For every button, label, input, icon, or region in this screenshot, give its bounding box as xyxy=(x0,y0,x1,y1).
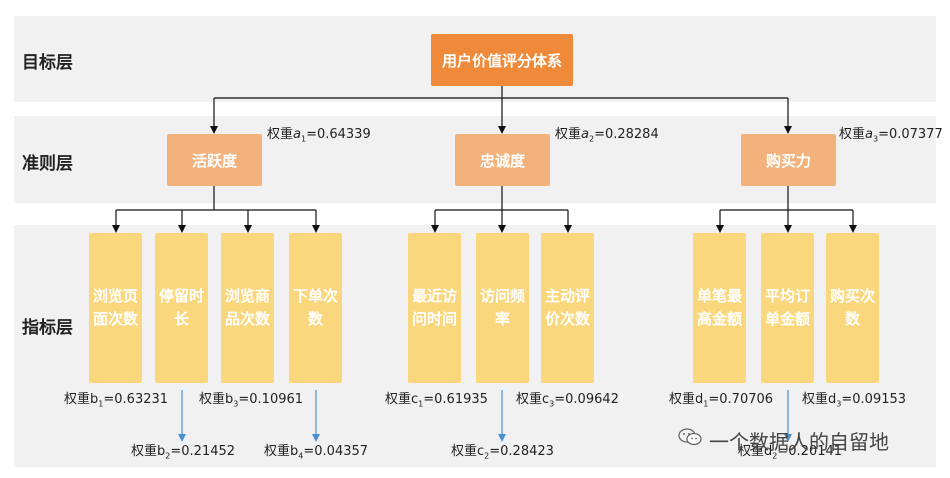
indicator-weight-b1: 权重b1=0.63231 xyxy=(64,392,169,409)
wechat-icon xyxy=(678,428,702,446)
goal-layer-label: 目标层 xyxy=(22,53,73,73)
indicator-node-purchase-count: 购买次数 xyxy=(826,233,879,383)
watermark-text: 一个数据人的自留地 xyxy=(709,430,889,454)
indicator-weight-b3: 权重b3=0.10961 xyxy=(199,392,304,409)
indicator-node-max-order-amount: 单笔最高金额 xyxy=(693,233,746,383)
indicator-weight-b2: 权重b2=0.21452 xyxy=(131,444,236,461)
indicator-weight-b4: 权重b4=0.04357 xyxy=(264,444,369,461)
indicator-weight-c2: 权重c2=0.28423 xyxy=(451,444,554,461)
criteria-weight-a2: 权重a2=0.28284 xyxy=(555,127,659,144)
indicator-node-visit-frequency: 访问频率 xyxy=(476,233,529,383)
indicator-node-order-count: 下单次数 xyxy=(289,233,342,383)
indicator-node-product-views: 浏览商品次数 xyxy=(221,233,274,383)
indicator-weight-c3: 权重c3=0.09642 xyxy=(516,392,619,409)
indicator-weight-c1: 权重c1=0.61935 xyxy=(385,392,488,409)
criteria-node-activity: 活跃度 xyxy=(167,134,262,186)
criteria-node-purchasing-power: 购买力 xyxy=(741,134,836,186)
criteria-weight-a3: 权重a3=0.07377 xyxy=(839,127,943,144)
indicator-node-page-views: 浏览页面次数 xyxy=(89,233,142,383)
indicator-node-stay-duration: 停留时长 xyxy=(155,233,208,383)
indicator-node-review-count: 主动评价次数 xyxy=(541,233,594,383)
criteria-weight-a1: 权重a1=0.64339 xyxy=(267,127,371,144)
indicator-weight-d2: 权重d2=0.20141 xyxy=(738,444,843,461)
criteria-node-loyalty: 忠诚度 xyxy=(455,134,550,186)
indicator-node-avg-order-amount: 平均订单金额 xyxy=(761,233,814,383)
indicator-node-last-visit: 最近访问时间 xyxy=(408,233,461,383)
indicator-weight-d3: 权重d3=0.09153 xyxy=(802,392,907,409)
goal-node: 用户价值评分体系 xyxy=(431,34,573,86)
indicator-weight-d1: 权重d1=0.70706 xyxy=(669,392,774,409)
indicator-layer-label: 指标层 xyxy=(22,318,73,338)
criteria-layer-label: 准则层 xyxy=(22,154,73,174)
